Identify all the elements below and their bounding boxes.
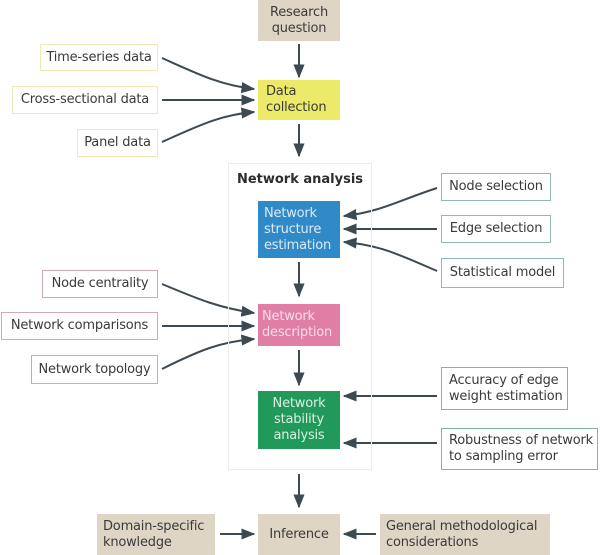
arrow-timeseries	[161, 57, 256, 94]
input-statistical-model: Statistical model	[441, 258, 564, 288]
network-stability-analysis-box: Network stability analysis	[258, 391, 340, 449]
domain-specific-knowledge-box: Domain-specific knowledge	[97, 514, 215, 555]
input-panel: Panel data	[77, 129, 158, 157]
network-description-box: Network description	[258, 304, 340, 346]
arrow-node-selection	[342, 187, 438, 221]
input-edge-selection: Edge selection	[441, 215, 551, 243]
general-methodological-considerations-box: General methodological considerations	[380, 514, 550, 555]
input-time-series: Time-series data	[40, 44, 158, 71]
network-structure-estimation-box: Network structure estimation	[258, 201, 340, 258]
input-cross-sectional: Cross-sectional data	[12, 86, 158, 114]
research-question-box: Research question	[258, 0, 340, 41]
input-node-centrality: Node centrality	[42, 270, 158, 298]
network-analysis-container: Network analysis	[228, 163, 372, 470]
data-collection-box: Data collection	[258, 80, 340, 120]
inference-box: Inference	[258, 514, 340, 555]
arrow-node-centrality	[161, 283, 256, 317]
input-node-selection: Node selection	[441, 173, 551, 201]
arrow-network-topology	[161, 334, 256, 370]
input-network-comparisons: Network comparisons	[1, 312, 158, 340]
arrow-statistical-model	[342, 237, 438, 272]
arrow-panel	[161, 107, 256, 143]
input-robustness-sampling-error: Robustness of network to sampling error	[441, 428, 598, 470]
input-accuracy-edge-weight: Accuracy of edge weight estimation	[441, 367, 568, 410]
network-analysis-title: Network analysis	[236, 172, 364, 187]
input-network-topology: Network topology	[31, 355, 158, 384]
